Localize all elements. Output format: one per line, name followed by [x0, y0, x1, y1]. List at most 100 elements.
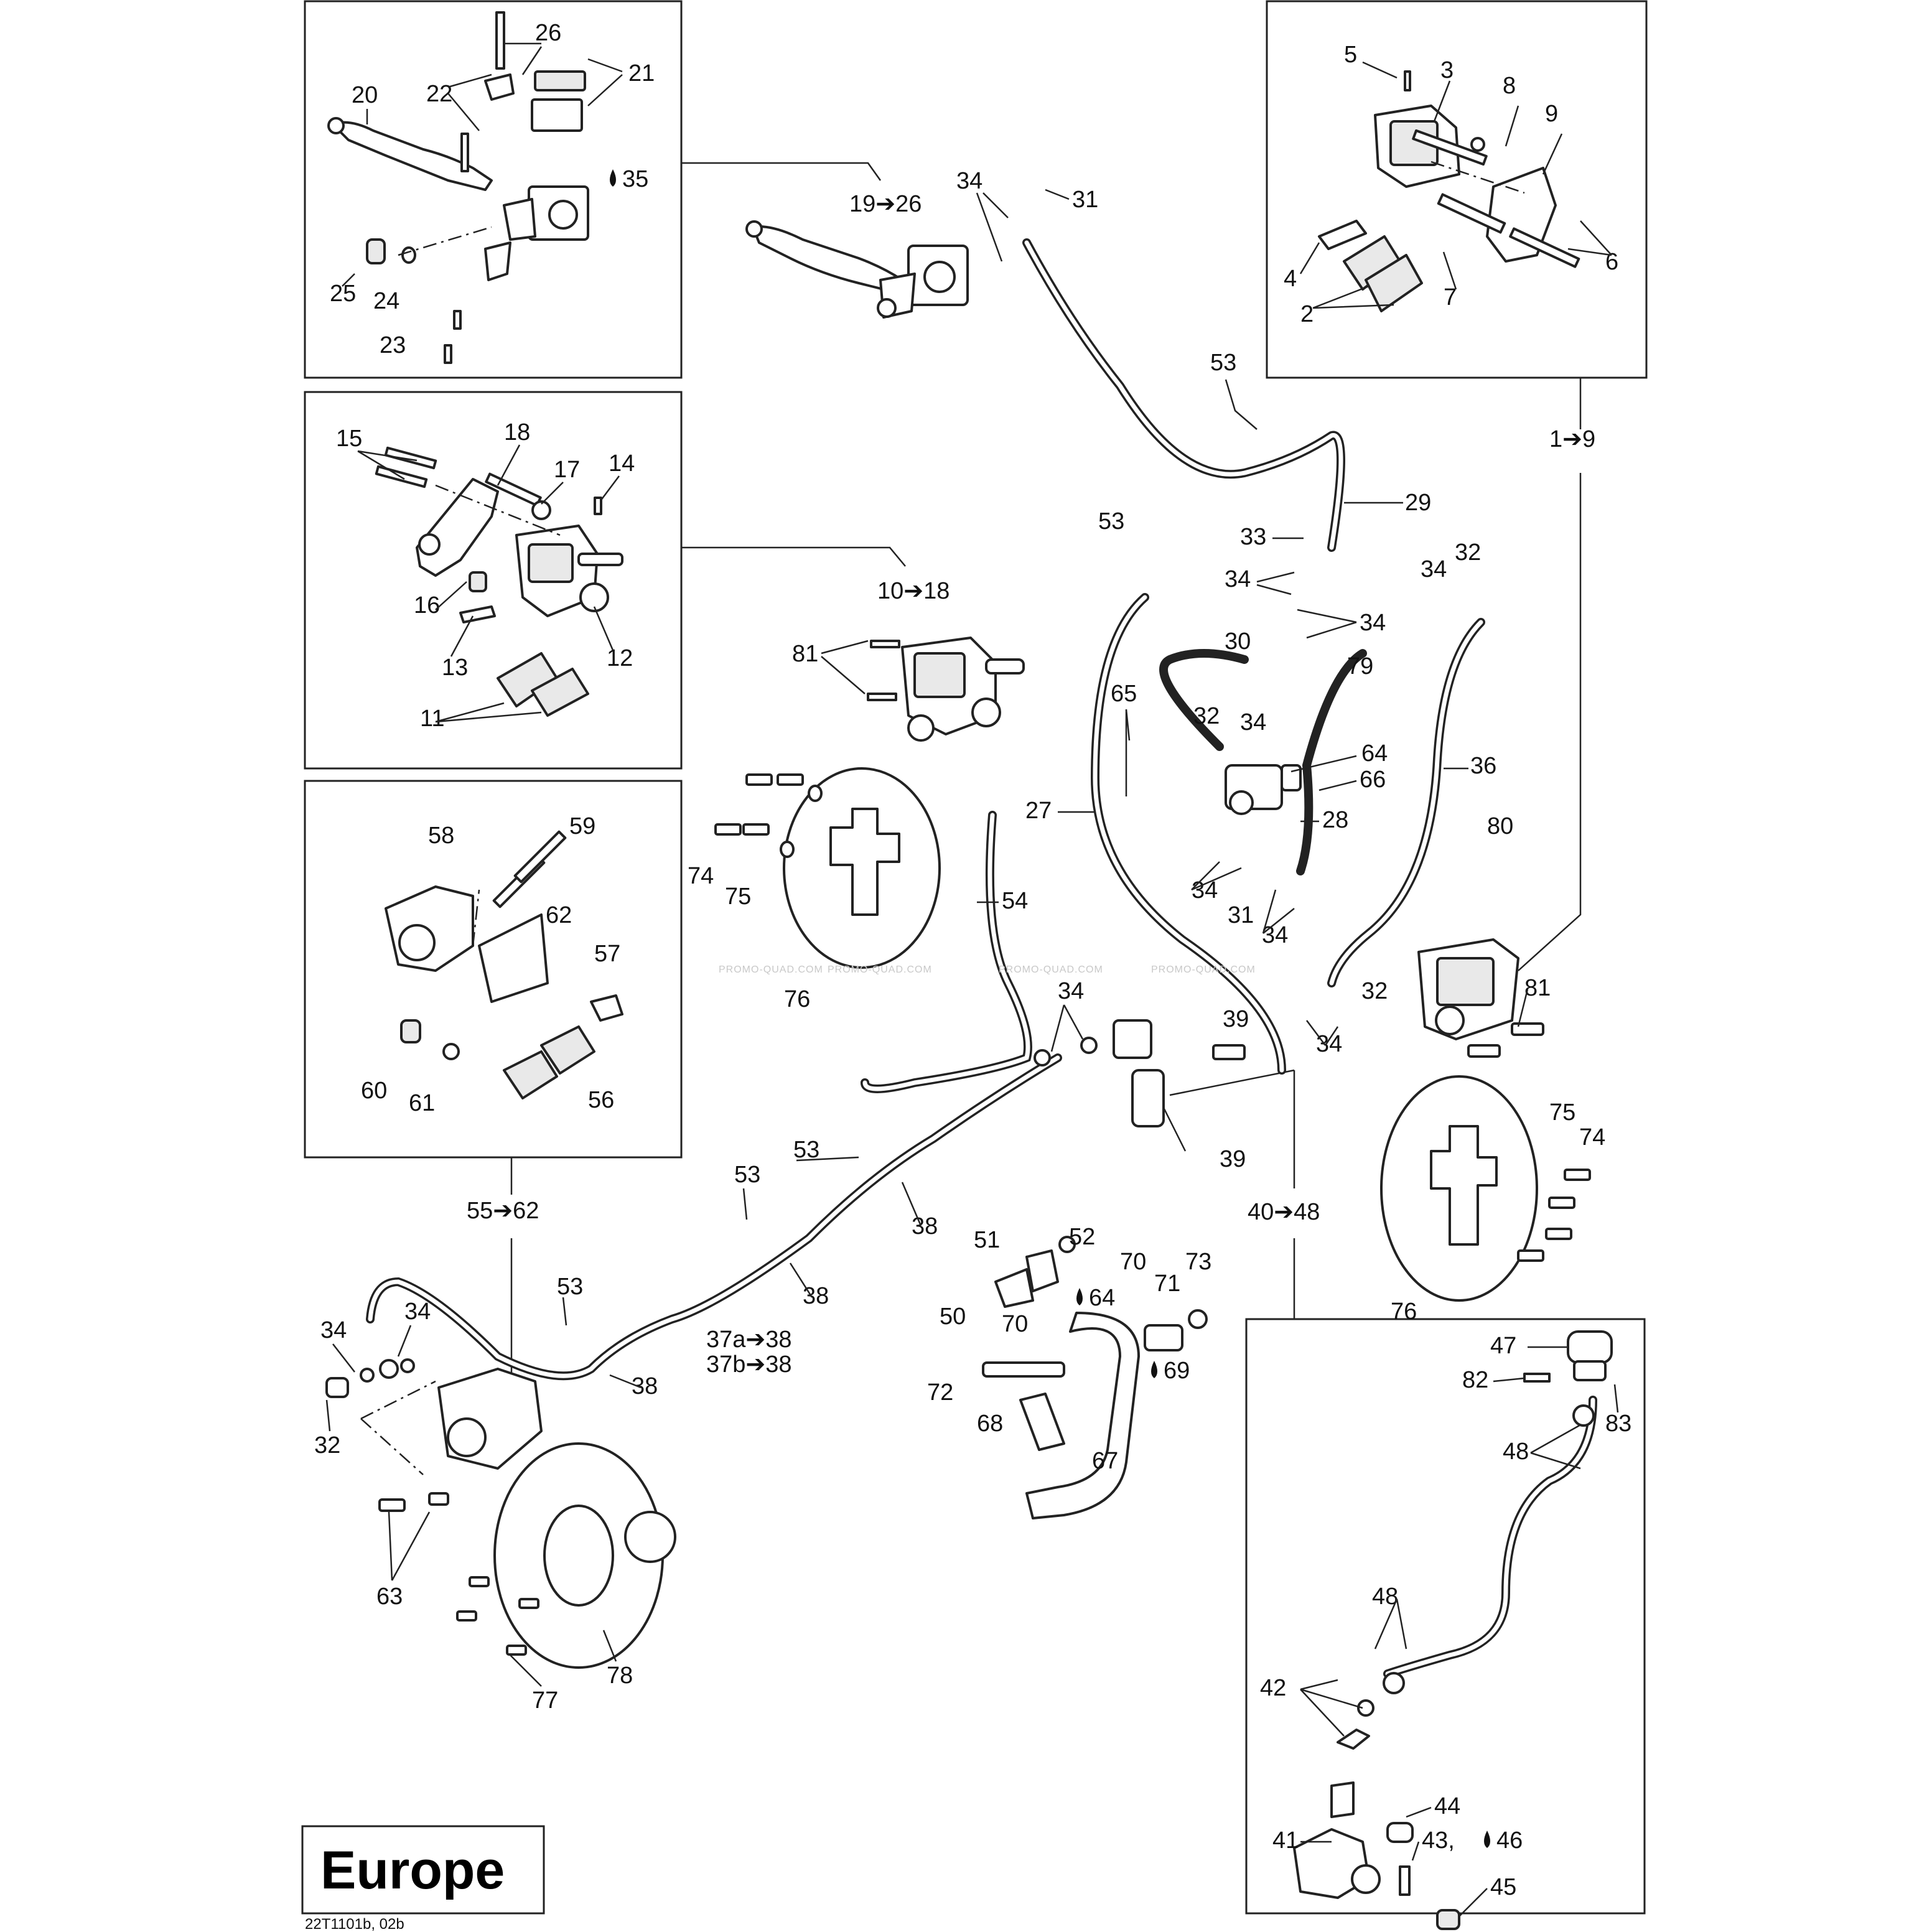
callout-83: 83	[1605, 1411, 1631, 1437]
callout-75: 75	[725, 884, 751, 910]
callout-8: 8	[1503, 73, 1516, 99]
callout-32: 32	[1361, 978, 1388, 1004]
callout-34: 34	[404, 1299, 431, 1325]
callout-74: 74	[1579, 1124, 1605, 1150]
callout-6: 6	[1605, 249, 1618, 275]
callout-39: 39	[1220, 1146, 1246, 1172]
callout-69: 69	[1164, 1358, 1190, 1384]
callout-53: 53	[1210, 350, 1236, 376]
callout-54: 54	[1002, 888, 1028, 914]
callout-79: 79	[1347, 653, 1373, 679]
part-callout-labels: 20 22 26 21 35 25 24 23 19➔26 34 31 5 3 …	[314, 20, 1631, 1900]
callout-43: 43,	[1422, 1827, 1455, 1854]
callout-31: 31	[1228, 902, 1254, 928]
drawing-code: 22T1101b, 02b	[305, 1916, 404, 1932]
callout-9: 9	[1545, 101, 1558, 127]
callout-10-18: 10➔18	[877, 578, 950, 604]
callout-82: 82	[1462, 1367, 1488, 1393]
callout-27: 27	[1025, 798, 1052, 824]
callout-81: 81	[1524, 975, 1551, 1001]
callout-31: 31	[1072, 187, 1098, 213]
callout-34: 34	[956, 168, 982, 194]
callout-62: 62	[546, 902, 572, 928]
inset-box-front-left-caliper	[304, 391, 683, 770]
front-master-cylinder-exploded	[327, 11, 589, 364]
callout-11: 11	[420, 706, 444, 732]
callout-34: 34	[1421, 556, 1447, 582]
callout-57: 57	[594, 941, 620, 967]
fluid-drop-icon	[1484, 1831, 1490, 1848]
callout-12: 12	[607, 645, 633, 671]
callout-81: 81	[792, 641, 818, 667]
callout-76: 76	[784, 986, 810, 1012]
callout-18: 18	[504, 419, 530, 446]
callout-28: 28	[1322, 807, 1348, 833]
callout-58: 58	[428, 823, 454, 849]
callout-34: 34	[1316, 1031, 1342, 1057]
callout-52: 52	[1069, 1224, 1095, 1250]
callout-70: 70	[1002, 1311, 1028, 1337]
front-right-disc	[1380, 1075, 1538, 1302]
callout-48: 48	[1503, 1439, 1529, 1465]
inset-box-front-right-caliper	[1266, 0, 1648, 379]
callout-26: 26	[535, 20, 561, 46]
callout-34: 34	[1262, 922, 1288, 948]
callout-32: 32	[314, 1432, 340, 1458]
callout-32: 32	[1455, 539, 1481, 566]
front-right-caliper-exploded	[1318, 70, 1580, 312]
watermark-text: PROMO-QUAD.COM	[828, 964, 932, 975]
callout-63: 63	[376, 1584, 403, 1610]
callout-42: 42	[1260, 1675, 1286, 1701]
callout-41: 41	[1272, 1827, 1299, 1854]
fluid-drop-icon	[610, 169, 616, 187]
callout-34: 34	[1225, 566, 1251, 592]
watermark-text: PROMO-QUAD.COM	[1151, 964, 1256, 975]
callout-15: 15	[336, 426, 362, 452]
callout-74: 74	[688, 863, 714, 889]
callout-1-9: 1➔9	[1549, 426, 1595, 452]
front-left-caliper-assembled	[867, 637, 1025, 742]
callout-39: 39	[1223, 1006, 1249, 1032]
callout-16: 16	[414, 592, 440, 618]
callout-33: 33	[1240, 524, 1266, 550]
region-label: Europe	[320, 1841, 505, 1900]
watermark-text: PROMO-QUAD.COM	[719, 964, 823, 975]
rear-caliper-exploded	[385, 830, 623, 1099]
callout-34: 34	[1360, 610, 1386, 636]
front-left-disc	[783, 767, 941, 969]
front-right-caliper-assembled	[1417, 938, 1544, 1058]
inset-box-rear-caliper	[304, 780, 683, 1159]
callout-47: 47	[1490, 1333, 1516, 1359]
rear-disc	[456, 1442, 676, 1669]
callout-20: 20	[352, 82, 378, 108]
callout-53: 53	[734, 1162, 760, 1188]
callout-50: 50	[940, 1304, 966, 1330]
callout-53: 53	[1098, 508, 1124, 534]
watermark-row: PROMO-QUAD.COM PROMO-QUAD.COM PROMO-QUAD…	[719, 964, 1256, 975]
callout-37b-38: 37b➔38	[706, 1351, 792, 1378]
callout-38: 38	[912, 1213, 938, 1239]
callout-7: 7	[1444, 284, 1457, 310]
rear-caliper-assembled	[325, 1358, 543, 1512]
callout-19-26: 19➔26	[849, 191, 922, 217]
callout-38: 38	[803, 1283, 829, 1309]
callout-45: 45	[1490, 1874, 1516, 1900]
callout-55-62: 55➔62	[467, 1198, 539, 1224]
callout-72: 72	[927, 1379, 953, 1406]
callout-78: 78	[607, 1663, 633, 1689]
callout-46: 46	[1496, 1827, 1523, 1854]
callout-73: 73	[1185, 1249, 1211, 1275]
front-right-disc-bolts	[1517, 1169, 1591, 1262]
callout-5: 5	[1344, 42, 1357, 68]
fluid-drop-icons	[610, 169, 1490, 1848]
callout-66: 66	[1360, 767, 1386, 793]
callout-23: 23	[380, 332, 406, 358]
callout-13: 13	[442, 655, 468, 681]
callout-30: 30	[1225, 628, 1251, 655]
front-left-caliper-exploded	[375, 446, 623, 717]
callout-34: 34	[1240, 709, 1266, 735]
watermark-text: PROMO-QUAD.COM	[999, 964, 1103, 975]
callout-53: 53	[793, 1137, 819, 1163]
callout-35: 35	[622, 166, 648, 192]
callout-75: 75	[1549, 1099, 1575, 1126]
